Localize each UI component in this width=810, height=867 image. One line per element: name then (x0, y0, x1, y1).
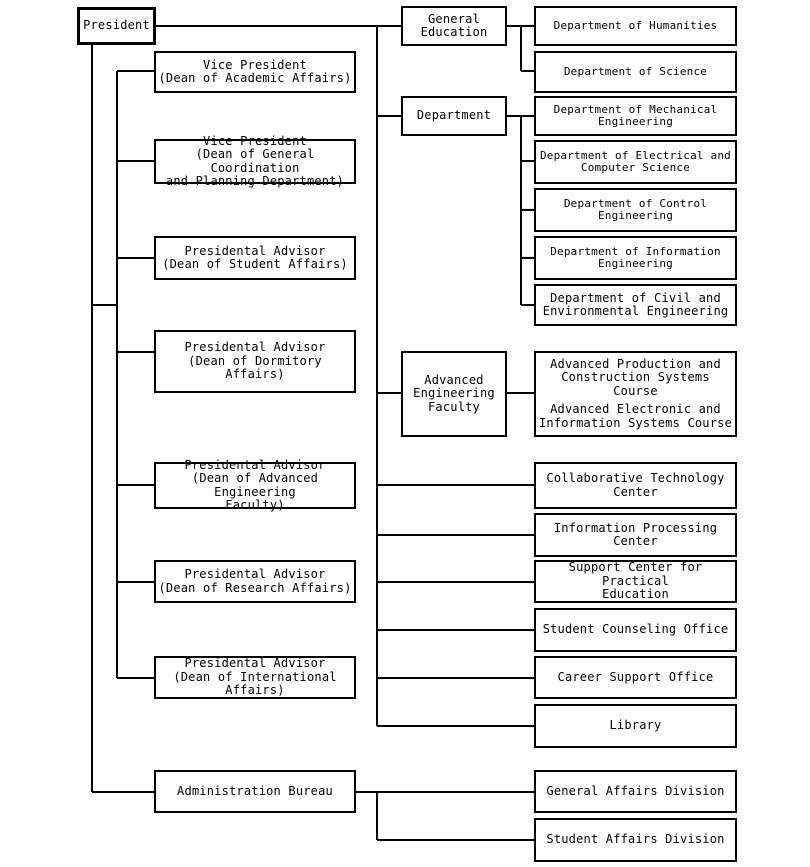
advisor-box-advanced-engineering: Presidental Advisor (Dean of Advanced En… (154, 458, 356, 512)
dept-humanities-box: Department of Humanities (534, 6, 737, 46)
student-counseling-office-box: Student Counseling Office (534, 608, 737, 652)
department-box: Department (401, 96, 507, 136)
information-processing-center-box: Information Processing Center (534, 513, 737, 557)
advanced-courses-box: Advanced Production and Construction Sys… (534, 351, 737, 437)
advisor-box-research-affairs: Presidental Advisor (Dean of Research Af… (154, 560, 356, 603)
dept-control-box: Department of Control Engineering (534, 188, 737, 232)
career-support-office-box: Career Support Office (534, 656, 737, 699)
advisor-box-academic-affairs: Vice President (Dean of Academic Affairs… (154, 51, 356, 93)
advanced-engineering-faculty-box: Advanced Engineering Faculty (401, 351, 507, 437)
dept-electrical-box: Department of Electrical and Computer Sc… (534, 140, 737, 184)
collaborative-technology-center-box: Collaborative Technology Center (534, 462, 737, 509)
dept-civil-box: Department of Civil and Environmental En… (534, 284, 737, 326)
advisor-box-dormitory-affairs: Presidental Advisor (Dean of Dormitory A… (154, 330, 356, 393)
practical-education-center-box: Support Center for Practical Education (534, 560, 737, 603)
advisor-box-student-affairs: Presidental Advisor (Dean of Student Aff… (154, 236, 356, 280)
student-affairs-division-box: Student Affairs Division (534, 818, 737, 862)
advanced-course-production: Advanced Production and Construction Sys… (550, 356, 721, 398)
general-education-box: General Education (401, 6, 507, 46)
advisor-box-international-affairs: Presidental Advisor (Dean of Internation… (154, 656, 356, 699)
president-box: President (77, 7, 156, 45)
advanced-course-electronic: Advanced Electronic and Information Syst… (538, 402, 733, 430)
dept-mechanical-box: Department of Mechanical Engineering (534, 96, 737, 136)
library-box: Library (534, 704, 737, 748)
dept-information-box: Department of Information Engineering (534, 236, 737, 280)
dept-science-box: Department of Science (534, 51, 737, 93)
administration-bureau-box: Administration Bureau (154, 770, 356, 813)
general-affairs-division-box: General Affairs Division (534, 770, 737, 813)
advisor-box-general-coordination: Vice President (Dean of General Coordina… (154, 134, 356, 188)
